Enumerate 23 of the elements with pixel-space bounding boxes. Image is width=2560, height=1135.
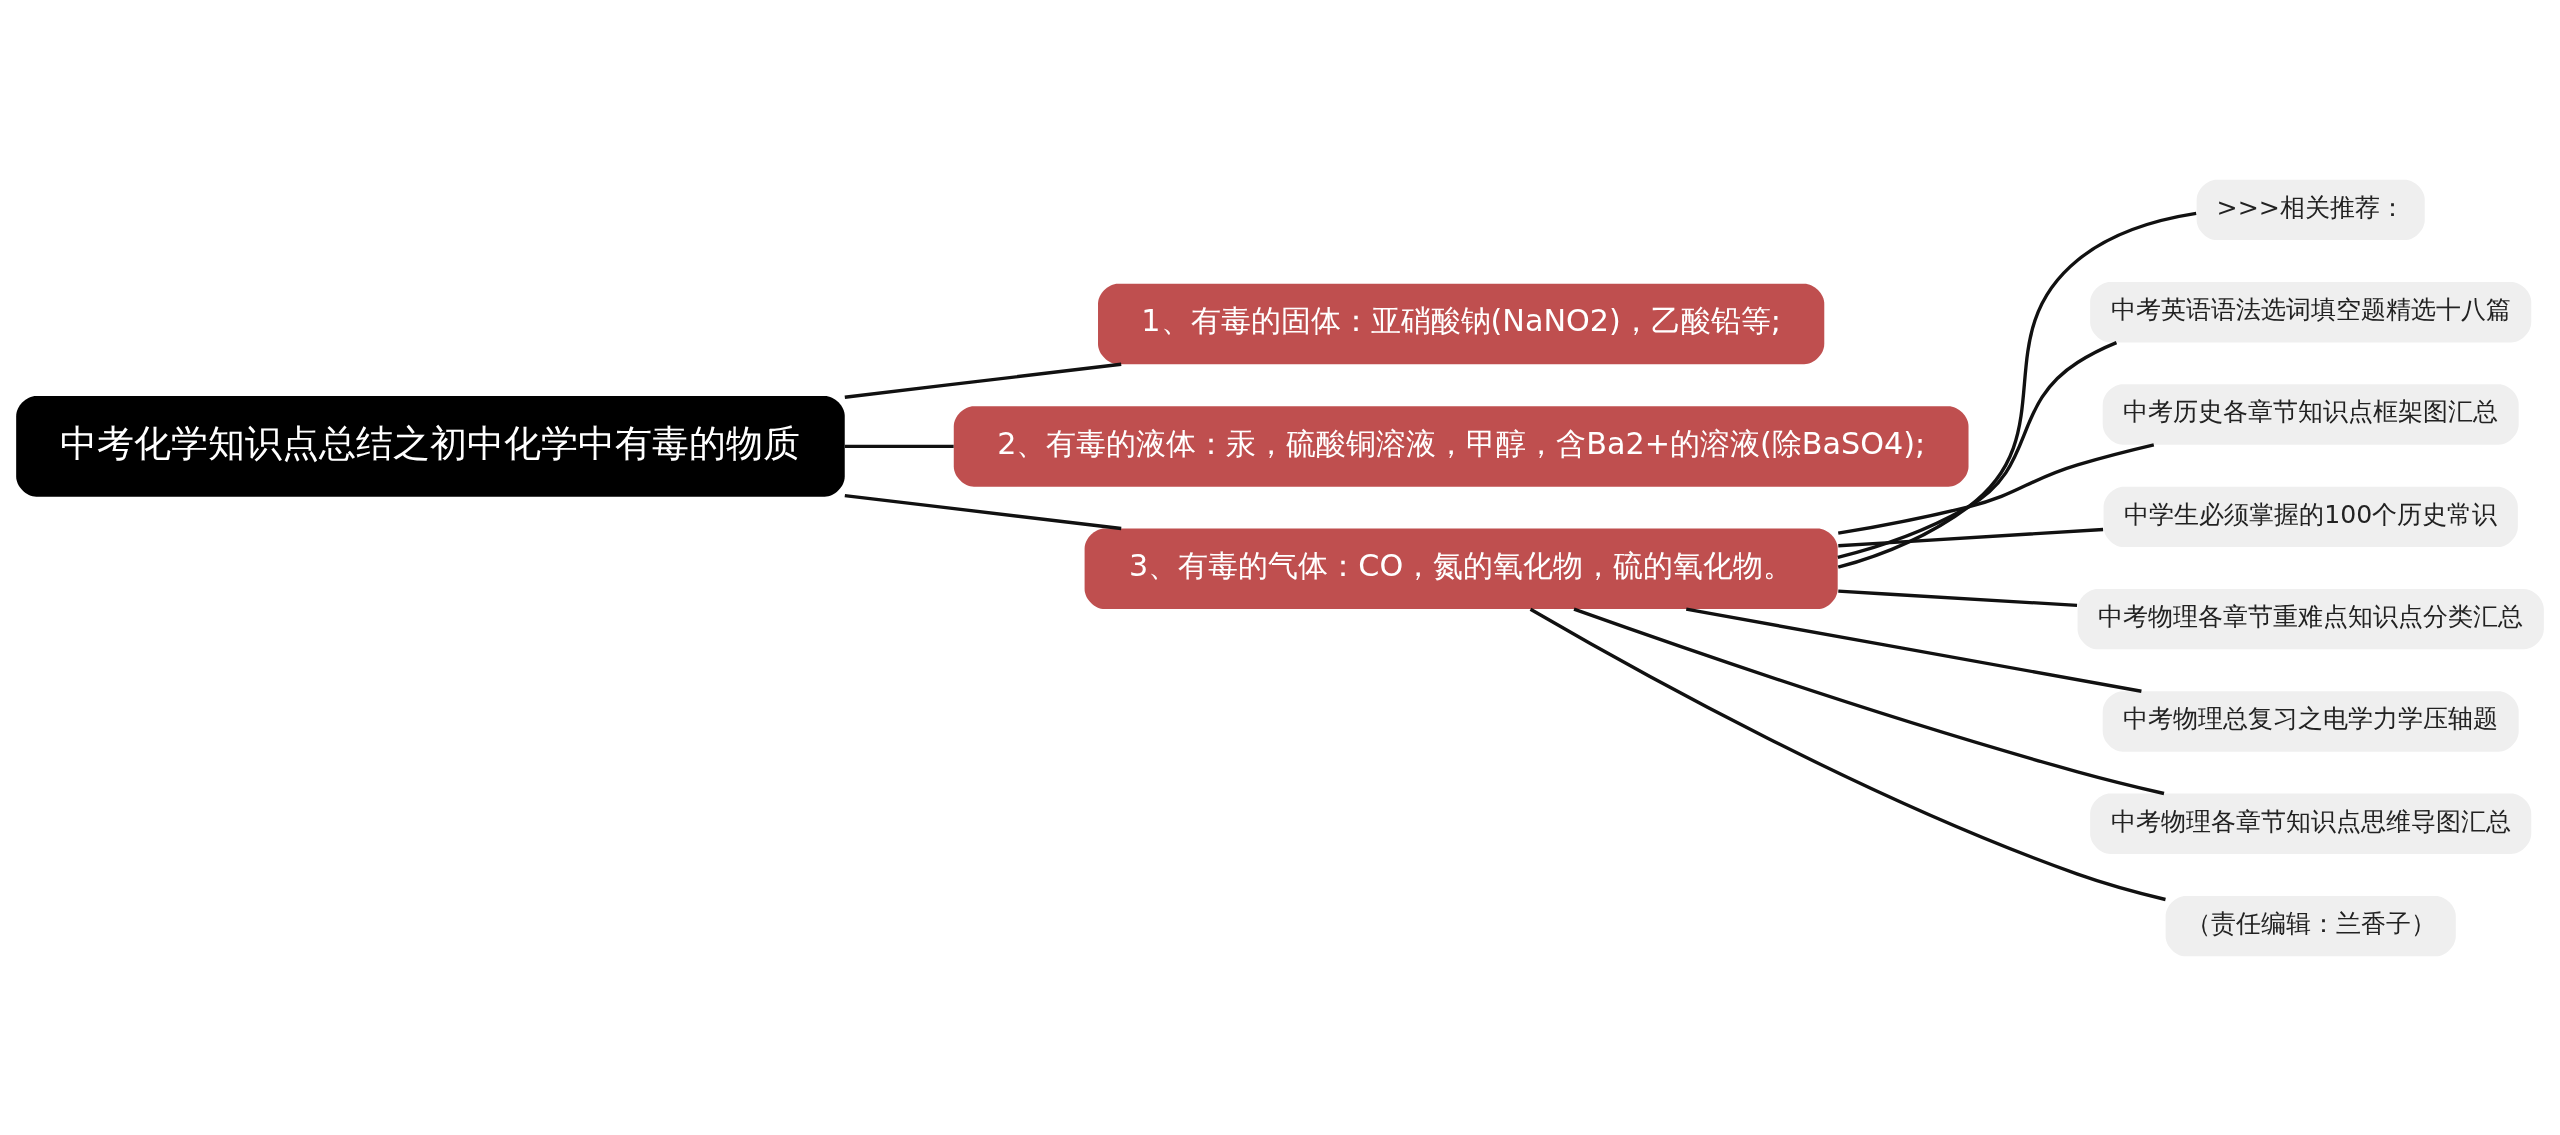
connector bbox=[1685, 607, 2142, 693]
connector bbox=[1838, 589, 2078, 607]
node-box: 中考化学知识点总结之初中化学中有毒的物质 bbox=[16, 395, 845, 497]
connector bbox=[844, 444, 954, 448]
connector bbox=[1529, 607, 2166, 901]
node-box: 1、有毒的固体：亚硝酸钠(NaNO2)，乙酸铅等; bbox=[1098, 283, 1825, 364]
node-box: 中学生必须掌握的100个历史常识 bbox=[2103, 486, 2518, 547]
node-box: 2、有毒的液体：汞，硫酸铜溶液，甲醇，含Ba2+的溶液(除BaSO4); bbox=[953, 405, 1969, 487]
node-box: （责任编辑：兰香子） bbox=[2165, 895, 2456, 956]
node-box: 3、有毒的气体：CO，氮的氧化物，硫的氧化物。 bbox=[1084, 528, 1838, 609]
node-box: 中考物理各章节知识点思维导图汇总 bbox=[2090, 793, 2532, 854]
connector bbox=[844, 362, 1122, 399]
node-box: 中考历史各章节知识点框架图汇总 bbox=[2102, 383, 2519, 445]
node-box: 中考物理各章节重难点知识点分类汇总 bbox=[2077, 588, 2544, 649]
node-box: >>>相关推荐： bbox=[2196, 179, 2425, 240]
connector bbox=[1573, 607, 2165, 795]
connector bbox=[1837, 340, 2118, 559]
connector bbox=[844, 493, 1122, 530]
connector bbox=[1837, 211, 2197, 569]
connector bbox=[1838, 527, 2104, 547]
node-box: 中考物理总复习之电学力学压轴题 bbox=[2102, 690, 2519, 752]
node-box: 中考英语语法选词填空题精选十八篇 bbox=[2090, 281, 2532, 342]
connector bbox=[1837, 442, 2155, 535]
